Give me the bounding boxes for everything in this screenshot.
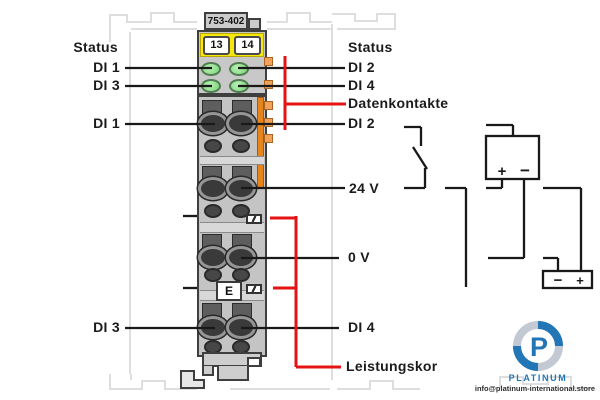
watermark-email: info@platinum-international.store xyxy=(474,384,596,393)
status-led-di1 xyxy=(201,62,221,76)
data-contact-3 xyxy=(264,101,273,110)
platinum-logo: P xyxy=(513,321,563,371)
data-contact-1 xyxy=(264,57,273,66)
clamp-separator-2 xyxy=(200,222,264,233)
watermark-brand: PLATINUM xyxy=(508,373,568,383)
marking-label-e: E xyxy=(216,281,242,301)
wire-entry-di4 xyxy=(226,316,256,339)
data-contact-2 xyxy=(264,80,273,89)
power-jumper-contact-2 xyxy=(246,284,262,294)
power-jumper-contact-1 xyxy=(246,214,262,224)
status-led-di2 xyxy=(229,62,249,76)
label-0v: 0 V xyxy=(348,249,370,265)
module-top-tab-step xyxy=(248,18,261,30)
label-di4-terminal: DI 4 xyxy=(348,319,375,335)
label-di4-led: DI 4 xyxy=(348,77,375,93)
clamp-port xyxy=(232,268,250,282)
logo-swirl-blue-bottom xyxy=(513,345,539,371)
wire-entry-24v-a xyxy=(198,177,228,200)
label-24v: 24 V xyxy=(349,180,379,196)
wire-entry-0v-b xyxy=(226,246,256,269)
label-di3-led: DI 3 xyxy=(93,77,120,93)
label-di2-led: DI 2 xyxy=(348,59,375,75)
terminal-number-14: 14 xyxy=(234,36,261,55)
module-foot-left xyxy=(202,366,214,376)
terminal-number-13: 13 xyxy=(203,36,230,55)
label-leistungskontakte: Leistungskor xyxy=(346,358,438,374)
clamp-port xyxy=(232,139,250,153)
locking-latch-orange xyxy=(257,97,264,188)
data-contact-5 xyxy=(264,134,273,143)
label-di1-terminal: DI 1 xyxy=(93,115,120,131)
label-status-right: Status xyxy=(348,39,393,55)
label-status-left: Status xyxy=(73,39,118,55)
clamp-port xyxy=(204,139,222,153)
part-number: 753-402 xyxy=(207,16,245,27)
module-foot-center xyxy=(217,366,249,381)
status-led-di3 xyxy=(201,79,221,93)
label-di2-terminal: DI 2 xyxy=(348,115,375,131)
clamp-port xyxy=(204,268,222,282)
wire-entry-di3 xyxy=(198,316,228,339)
logo-letter: P xyxy=(530,332,548,362)
label-datenkontakte: Datenkontakte xyxy=(348,95,449,111)
module-foot-notch xyxy=(247,357,261,367)
clamp-port xyxy=(204,204,222,218)
clamp-port xyxy=(232,204,250,218)
logo-swirl-blue-top xyxy=(537,321,563,347)
label-di3-terminal: DI 3 xyxy=(93,319,120,335)
wire-entry-0v-a xyxy=(198,246,228,269)
clamp-separator-1 xyxy=(200,156,264,165)
status-led-di4 xyxy=(229,79,249,93)
watermark: P xyxy=(496,314,600,400)
wire-entry-di2 xyxy=(226,112,256,135)
wire-entry-24v-b xyxy=(226,177,256,200)
label-di1-led: DI 1 xyxy=(93,59,120,75)
wire-entry-di1 xyxy=(198,112,228,135)
module-top-tab: 753-402 xyxy=(204,12,248,30)
data-contact-4 xyxy=(264,118,273,127)
